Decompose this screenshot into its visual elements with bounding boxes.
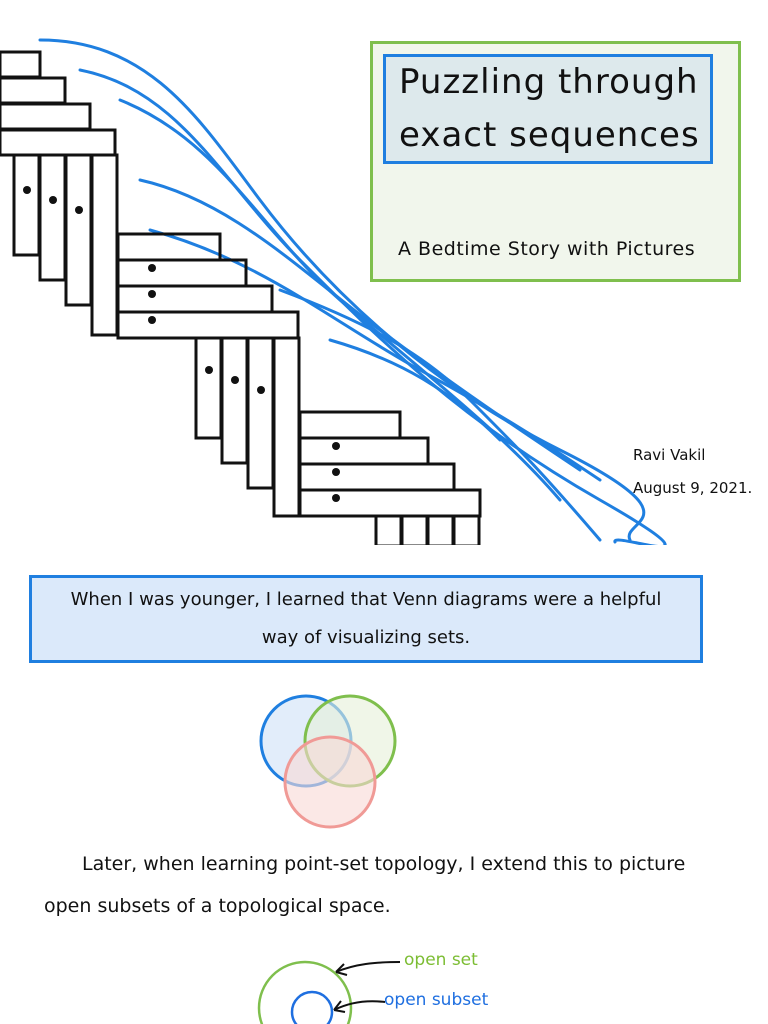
intro-callout: When I was younger, I learned that Venn … xyxy=(29,575,703,663)
puzzle-staircase-illustration xyxy=(0,38,667,545)
subtitle: A Bedtime Story with Pictures xyxy=(398,238,696,260)
arrow-open-set xyxy=(335,961,400,973)
title-line-2: exact sequences xyxy=(399,115,700,155)
title-line-1: Puzzling through xyxy=(399,62,699,102)
puzzle-block-6 xyxy=(374,514,481,545)
topology-paragraph: Later, when learning point-set topology,… xyxy=(44,853,686,917)
title-box xyxy=(383,54,713,164)
open-subset-circle xyxy=(290,990,334,1024)
flow-curves xyxy=(38,38,667,545)
author-name: Ravi Vakil xyxy=(633,446,706,464)
open-set-figure xyxy=(257,960,400,1024)
puzzle-block-1 xyxy=(0,50,117,157)
open-set-circle xyxy=(257,960,353,1024)
puzzle-block-5 xyxy=(298,410,482,518)
open-set-label: open set xyxy=(404,950,478,970)
venn-circle-pink xyxy=(283,735,377,829)
puzzle-tabs xyxy=(23,186,340,502)
publication-date: August 9, 2021. xyxy=(633,479,753,497)
venn-diagram xyxy=(259,694,397,829)
puzzle-block-2 xyxy=(12,153,119,337)
puzzle-block-4 xyxy=(194,336,301,518)
intro-text: When I was younger, I learned that Venn … xyxy=(70,589,662,648)
arrow-open-subset xyxy=(333,1000,386,1011)
open-subset-label: open subset xyxy=(384,990,489,1010)
